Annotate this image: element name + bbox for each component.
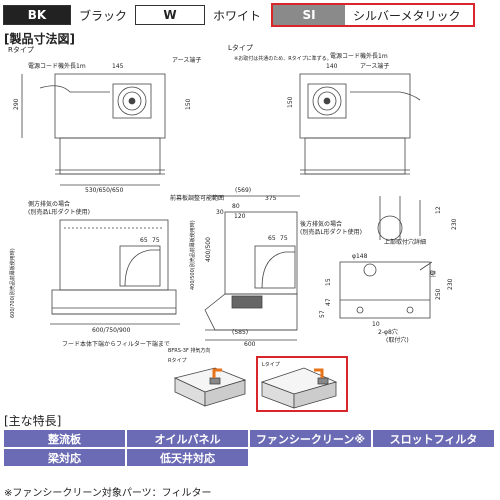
ltype-iso (260, 367, 338, 409)
front-panel-label: 前幕板調整可能範囲 (170, 194, 224, 202)
dim-75-side: 75 (280, 235, 288, 242)
rtype-label: Rタイプ (8, 45, 34, 54)
upper-mount-label: 上部取付穴詳細 (384, 238, 426, 246)
ltype-label: Lタイプ (228, 43, 253, 52)
features-row-1: 整流板 オイルパネル ファンシークリーン※ スロットフィルタ (4, 430, 496, 447)
features-title: [主な特長] (4, 414, 62, 428)
feature-tag: 梁対応 (4, 449, 125, 466)
vertical-range-label-2: 400/500(別売品前幕板使用時) (189, 220, 196, 290)
dim-250: 250 (435, 288, 442, 300)
dim-400-500: 400/500 (205, 237, 212, 262)
color-code-si: SI (273, 5, 346, 25)
dim-600: 600 (244, 341, 256, 348)
dim-585: (585) (232, 329, 248, 336)
dim-148: φ148 (352, 253, 368, 260)
power-cord-label-l: 電源コード機外長1m (330, 52, 388, 60)
ltype-note: ※お取付は共通のため、Rタイプに準ずる。 (234, 55, 332, 62)
dim-57: 57 (319, 310, 326, 318)
earth-label-r: アース端子 (172, 56, 201, 64)
rtype-hood-top (39, 73, 166, 175)
front-view-hood (51, 219, 177, 315)
dim-2-holes: 2-φ8穴 (378, 328, 398, 336)
dim-15: 15 (325, 278, 332, 286)
color-name-w: ホワイト (213, 8, 262, 23)
side-exhaust-sub: (別売品L形ダクト使用) (28, 208, 90, 216)
rear-view (339, 261, 433, 319)
rtype-iso (173, 367, 247, 407)
dim-150-r: 150 (185, 98, 192, 110)
model-label: BFRS-3F 排気方向 (168, 347, 210, 354)
wall-label: 壁 (430, 270, 436, 278)
color-name-bk: ブラック (79, 8, 128, 23)
dim-65-front: 65 (140, 237, 148, 244)
feature-tag: オイルパネル (127, 430, 248, 447)
dim-230-top: 230 (451, 218, 458, 230)
feature-tag: スロットフィルタ (373, 430, 494, 447)
feature-tag: 整流板 (4, 430, 125, 447)
dim-12: 12 (435, 206, 442, 214)
side-view-hood (204, 195, 300, 331)
power-cord-label-r: 電源コード機外長1m (28, 62, 86, 70)
dimension-drawing: Rタイプ 電源コード機外長1m アース端子 145 290 150 530/65… (8, 43, 458, 409)
color-name-si: シルバーメタリック (353, 8, 461, 23)
dim-375: 375 (265, 195, 277, 202)
vertical-range-label: 600/700(別売品前幕板使用時) (9, 248, 16, 318)
color-code-w: W (135, 5, 206, 25)
feature-tag: ファンシークリーン※ (250, 430, 371, 447)
r-small-label: Rタイプ (168, 357, 186, 364)
dim-width-bottom: 600/750/900 (92, 327, 131, 334)
dim-150-l: 150 (287, 96, 294, 108)
color-code-bk: BK (3, 5, 71, 25)
dim-47: 47 (325, 298, 332, 306)
side-exhaust-label: 側方排気の場合 (28, 200, 70, 208)
dim-75-front: 75 (152, 237, 160, 244)
color-selected-si: SI シルバーメタリック (271, 3, 475, 27)
mount-holes-label: (取付穴) (386, 336, 409, 344)
hood-to-filter-label: フード本体下端からフィルター下端まで (62, 340, 170, 348)
features: 整流板 オイルパネル ファンシークリーン※ スロットフィルタ 梁対応 低天井対応 (4, 430, 496, 468)
dim-120: 120 (234, 213, 246, 220)
dim-569: (569) (235, 187, 251, 194)
footnote: ※ファンシークリーン対象パーツ：フィルター (4, 488, 212, 499)
rear-exhaust-label: 後方排気の場合 (300, 220, 342, 228)
dim-140-l: 140 (326, 63, 338, 70)
color-legend: BK ブラック W ホワイト SI シルバーメタリック (3, 3, 475, 27)
ltype-hood-top (299, 73, 421, 175)
dim-width-top: 530/650/650 (85, 187, 124, 194)
section-title-dimensions: [製品寸法図] (4, 32, 75, 46)
earth-label-l: アース端子 (360, 62, 389, 70)
dim-145-r: 145 (112, 63, 124, 70)
feature-tag: 低天井対応 (127, 449, 248, 466)
features-row-2: 梁対応 低天井対応 (4, 449, 496, 466)
dim-10: 10 (372, 321, 380, 328)
dim-80: 80 (232, 203, 240, 210)
dim-290-r: 290 (13, 98, 20, 110)
l-small-label: Lタイプ (262, 361, 280, 368)
dim-65-side: 65 (268, 235, 276, 242)
ltype-highlight (256, 356, 348, 412)
dim-230-bottom: 230 (447, 278, 454, 290)
rear-exhaust-sub: (別売品L形ダクト使用) (300, 228, 362, 236)
dim-30: 30 (216, 209, 224, 216)
upper-mount-detail (377, 196, 421, 241)
